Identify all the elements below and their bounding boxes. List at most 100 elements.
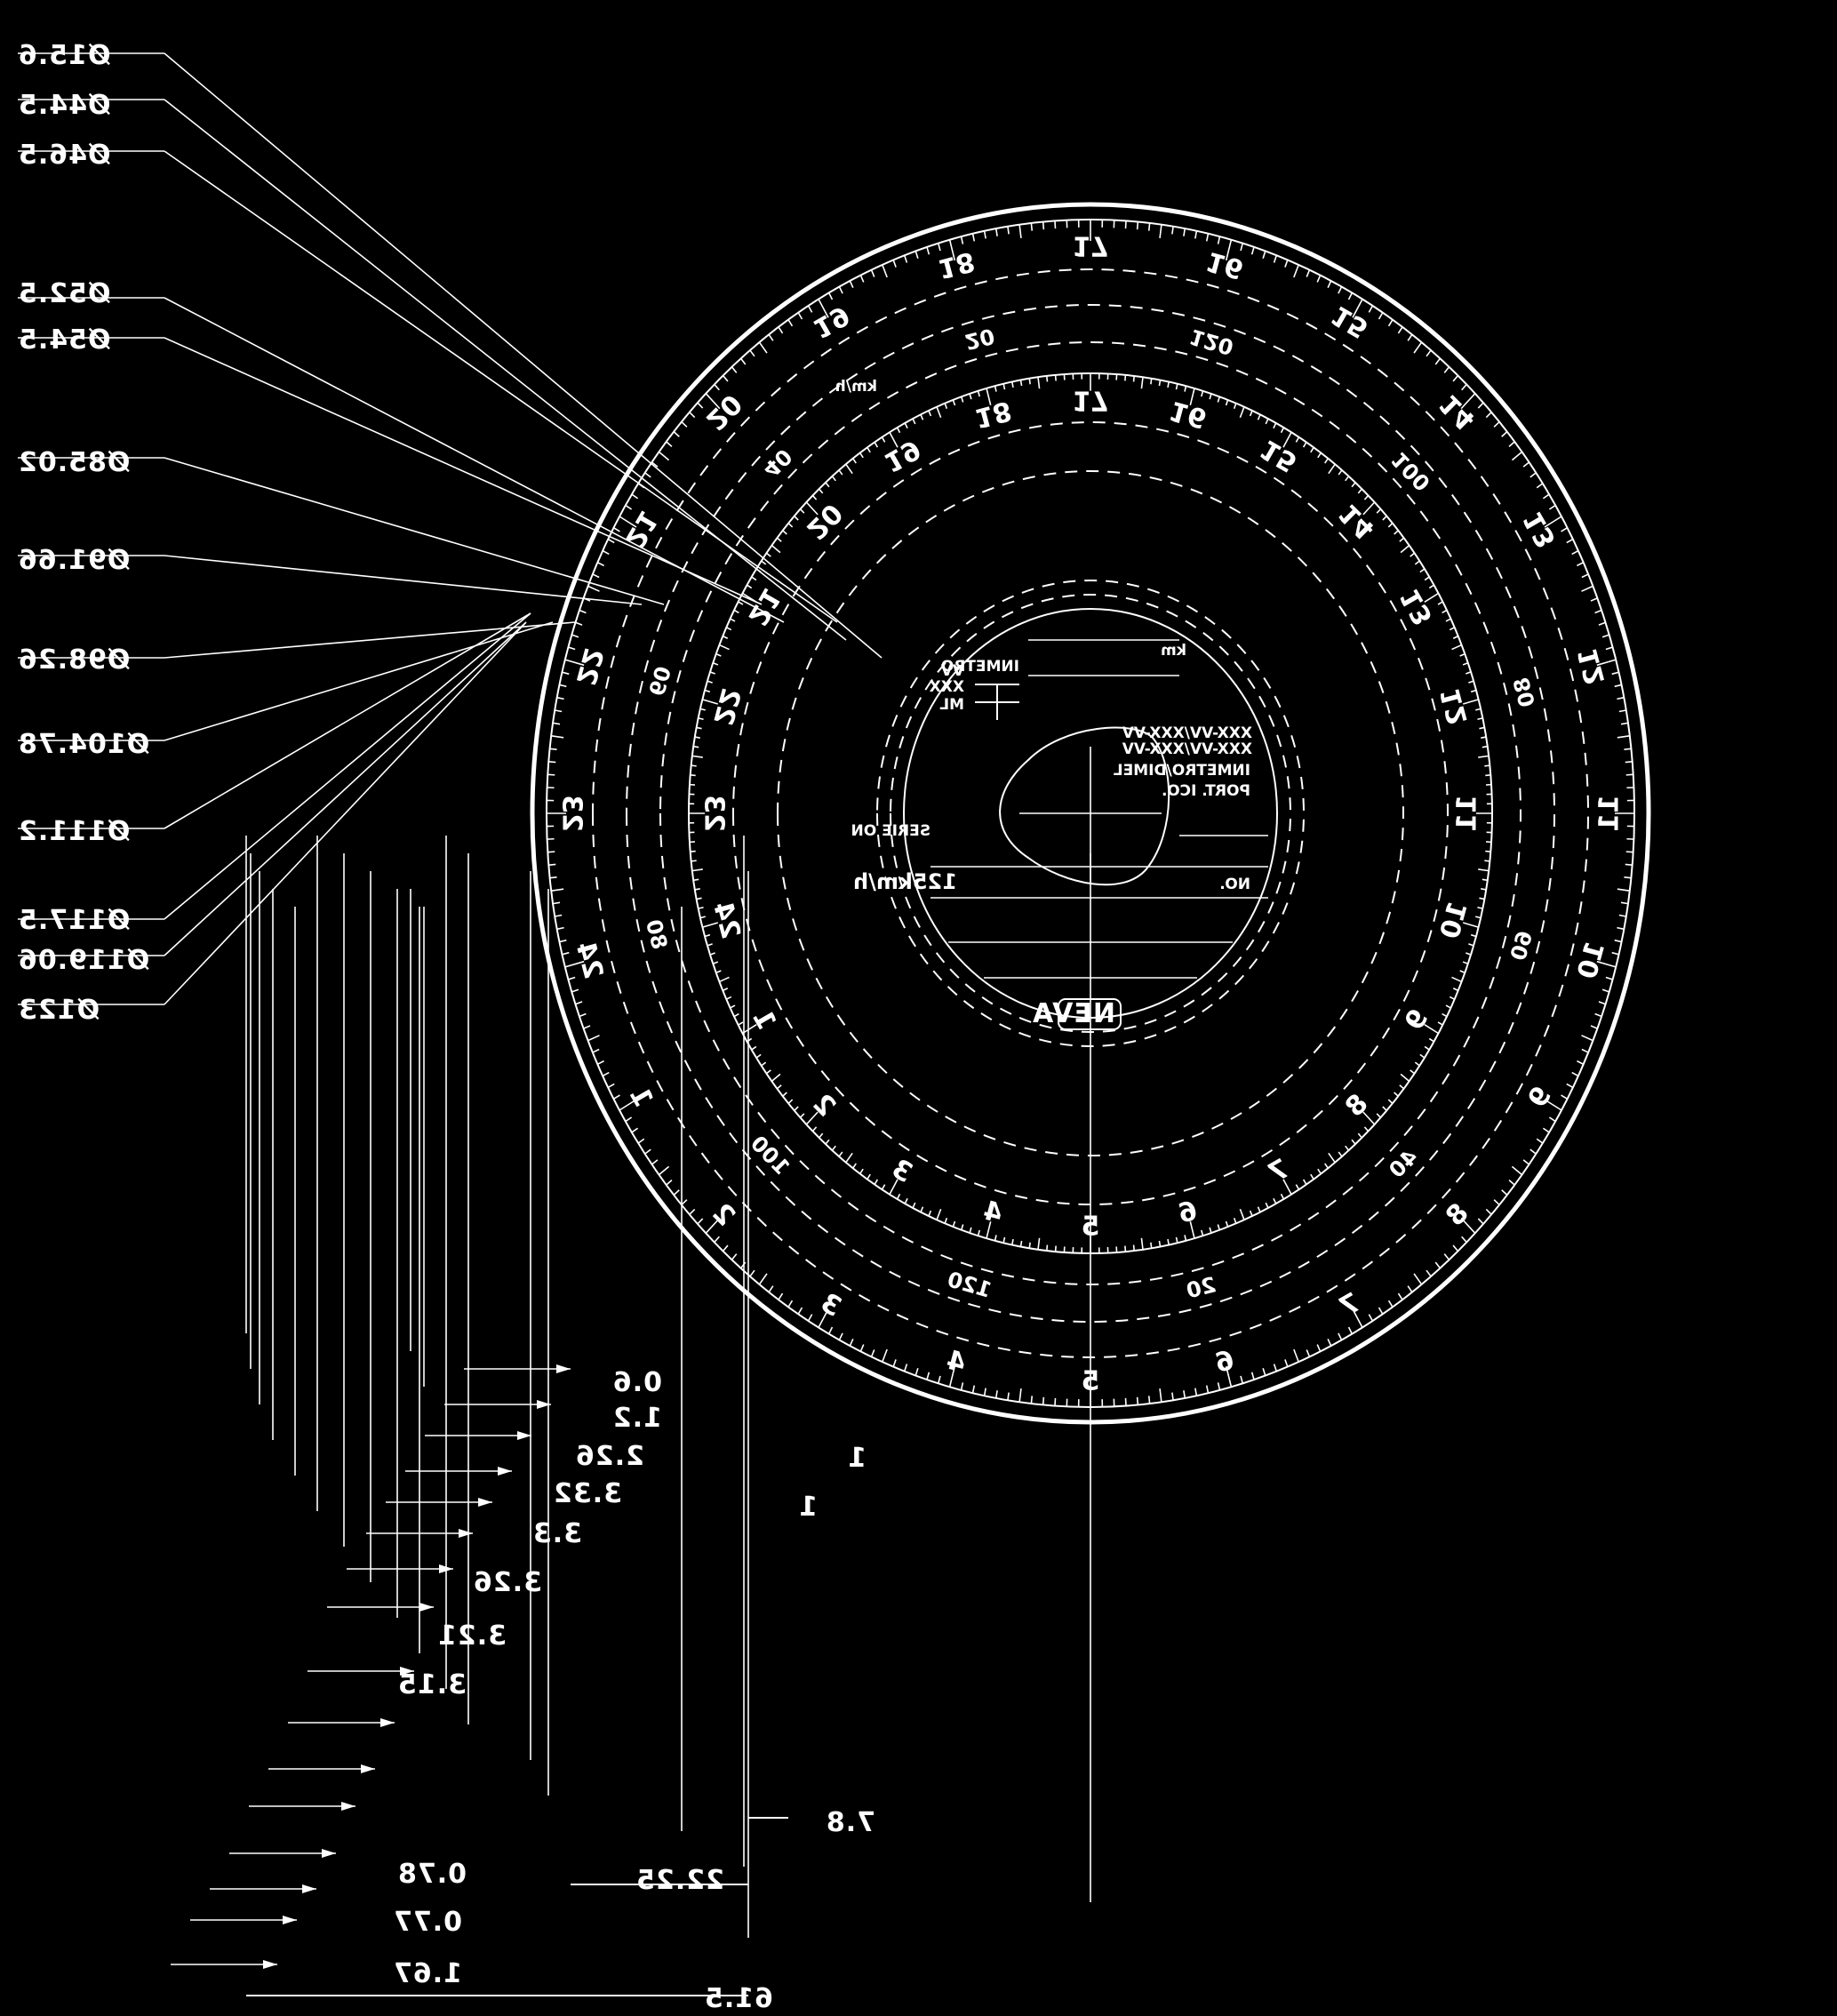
inner-tick (928, 410, 932, 417)
km-label: km (1161, 642, 1186, 660)
inner-tick (1028, 1242, 1031, 1249)
radial-dimension-label: 22.25 (635, 1865, 724, 1896)
rim-tick (1159, 1388, 1162, 1403)
inner-tick (986, 1220, 992, 1239)
rim-tick (1590, 597, 1598, 602)
inner-tick (1466, 952, 1472, 956)
rim-tick (1611, 951, 1619, 956)
rim-tick (592, 573, 600, 579)
inner-tick (1445, 1004, 1451, 1009)
inner-tick (1317, 452, 1322, 459)
rim-tick (1378, 1307, 1384, 1315)
rim-tick (827, 292, 834, 300)
rim-tick (1225, 1365, 1233, 1388)
inner-tick (1189, 388, 1195, 406)
rim-tick (1387, 319, 1394, 327)
inner-tick (776, 1084, 782, 1090)
rim-tick (1625, 760, 1633, 764)
outer-hour-numeral: 9 (1522, 1082, 1558, 1114)
rim-tick (758, 341, 768, 354)
rim-tick (625, 504, 633, 510)
inner-tick (755, 1053, 762, 1059)
rim-tick (1352, 1308, 1363, 1328)
rim-tick (1194, 230, 1198, 239)
inner-tick (1452, 635, 1459, 639)
inner-tick (1351, 482, 1356, 488)
rim-tick (971, 1385, 976, 1394)
rim-tick (1316, 1344, 1322, 1352)
dim-arrow (322, 1849, 336, 1858)
rim-tick (1293, 264, 1299, 278)
inner-tick (845, 463, 853, 475)
rim-tick (903, 255, 908, 263)
inner-tick (719, 976, 730, 983)
inner-tick (1459, 652, 1466, 657)
rim-tick (971, 233, 976, 242)
leader-line (164, 457, 665, 605)
rim-tick (644, 1148, 651, 1155)
rim-tick (1501, 1189, 1508, 1196)
inner-tick (1376, 508, 1382, 514)
rim-tick (1018, 1388, 1022, 1403)
inner-tick (799, 1113, 805, 1118)
inner-tick (1132, 375, 1136, 382)
inner-tick (1345, 1145, 1350, 1151)
inner-tick (1132, 1244, 1136, 1252)
rim-tick (1594, 1012, 1602, 1018)
rim-tick (564, 960, 585, 968)
inner-tick (1363, 494, 1370, 500)
inner-hour-numeral: 18 (971, 395, 1015, 435)
inner-tick (960, 396, 964, 403)
rim-tick (1530, 1148, 1537, 1155)
rim-tick (549, 876, 557, 879)
rim-tick (948, 239, 956, 261)
dim-arrow (380, 1718, 395, 1727)
inner-tick (1424, 1045, 1430, 1051)
inner-hour-numeral: 7 (1263, 1153, 1295, 1189)
rim-tick (870, 269, 875, 277)
rim-tick (689, 412, 696, 419)
rim-tick (1596, 659, 1617, 667)
inner-tick (1475, 708, 1482, 711)
inner-tick (794, 516, 799, 521)
rim-tick (1368, 1314, 1374, 1322)
inner-hour-numeral: 1 (746, 1004, 782, 1036)
rim-tick (556, 696, 564, 700)
inner-tick (1477, 717, 1483, 721)
diameter-label: Ø98.26 (18, 644, 130, 676)
inner-tick (1233, 403, 1237, 410)
inner-tick (1140, 377, 1144, 389)
rim-tick (1601, 634, 1609, 638)
rim-tick (1159, 224, 1162, 238)
inner-tick (1482, 745, 1488, 748)
dim-arrow (478, 1498, 492, 1507)
speed-numeral: 60 (643, 663, 675, 699)
inner-tick (1273, 422, 1277, 429)
inner-tick (1382, 516, 1387, 521)
inner-tick (920, 414, 924, 420)
rim-tick (1368, 305, 1374, 313)
rim-tick (1477, 1218, 1484, 1225)
inner-tick (1410, 552, 1416, 557)
inner-tick (761, 560, 767, 565)
inner-tick (867, 447, 871, 453)
inner-tick (969, 1227, 972, 1234)
rim-tick (689, 1208, 696, 1215)
inner-tick (904, 422, 908, 429)
rim-tick (555, 709, 563, 713)
inner-tick (719, 644, 730, 651)
outer-hour-numeral: 6 (1212, 1345, 1238, 1380)
inner-tick (1280, 1193, 1285, 1200)
rim-tick (1614, 684, 1622, 688)
speed-numeral: 100 (1386, 446, 1435, 495)
inner-tick (1324, 458, 1329, 464)
inner-tick (1357, 1132, 1362, 1139)
rim-tick (1501, 431, 1508, 437)
inner-tick (1470, 933, 1477, 938)
dim-arrow (517, 1431, 531, 1440)
inner-tick (838, 1151, 843, 1157)
rim-tick (552, 901, 561, 905)
inner-tick (691, 764, 697, 767)
rim-tick (551, 735, 564, 739)
inner-tick (1428, 1037, 1434, 1043)
